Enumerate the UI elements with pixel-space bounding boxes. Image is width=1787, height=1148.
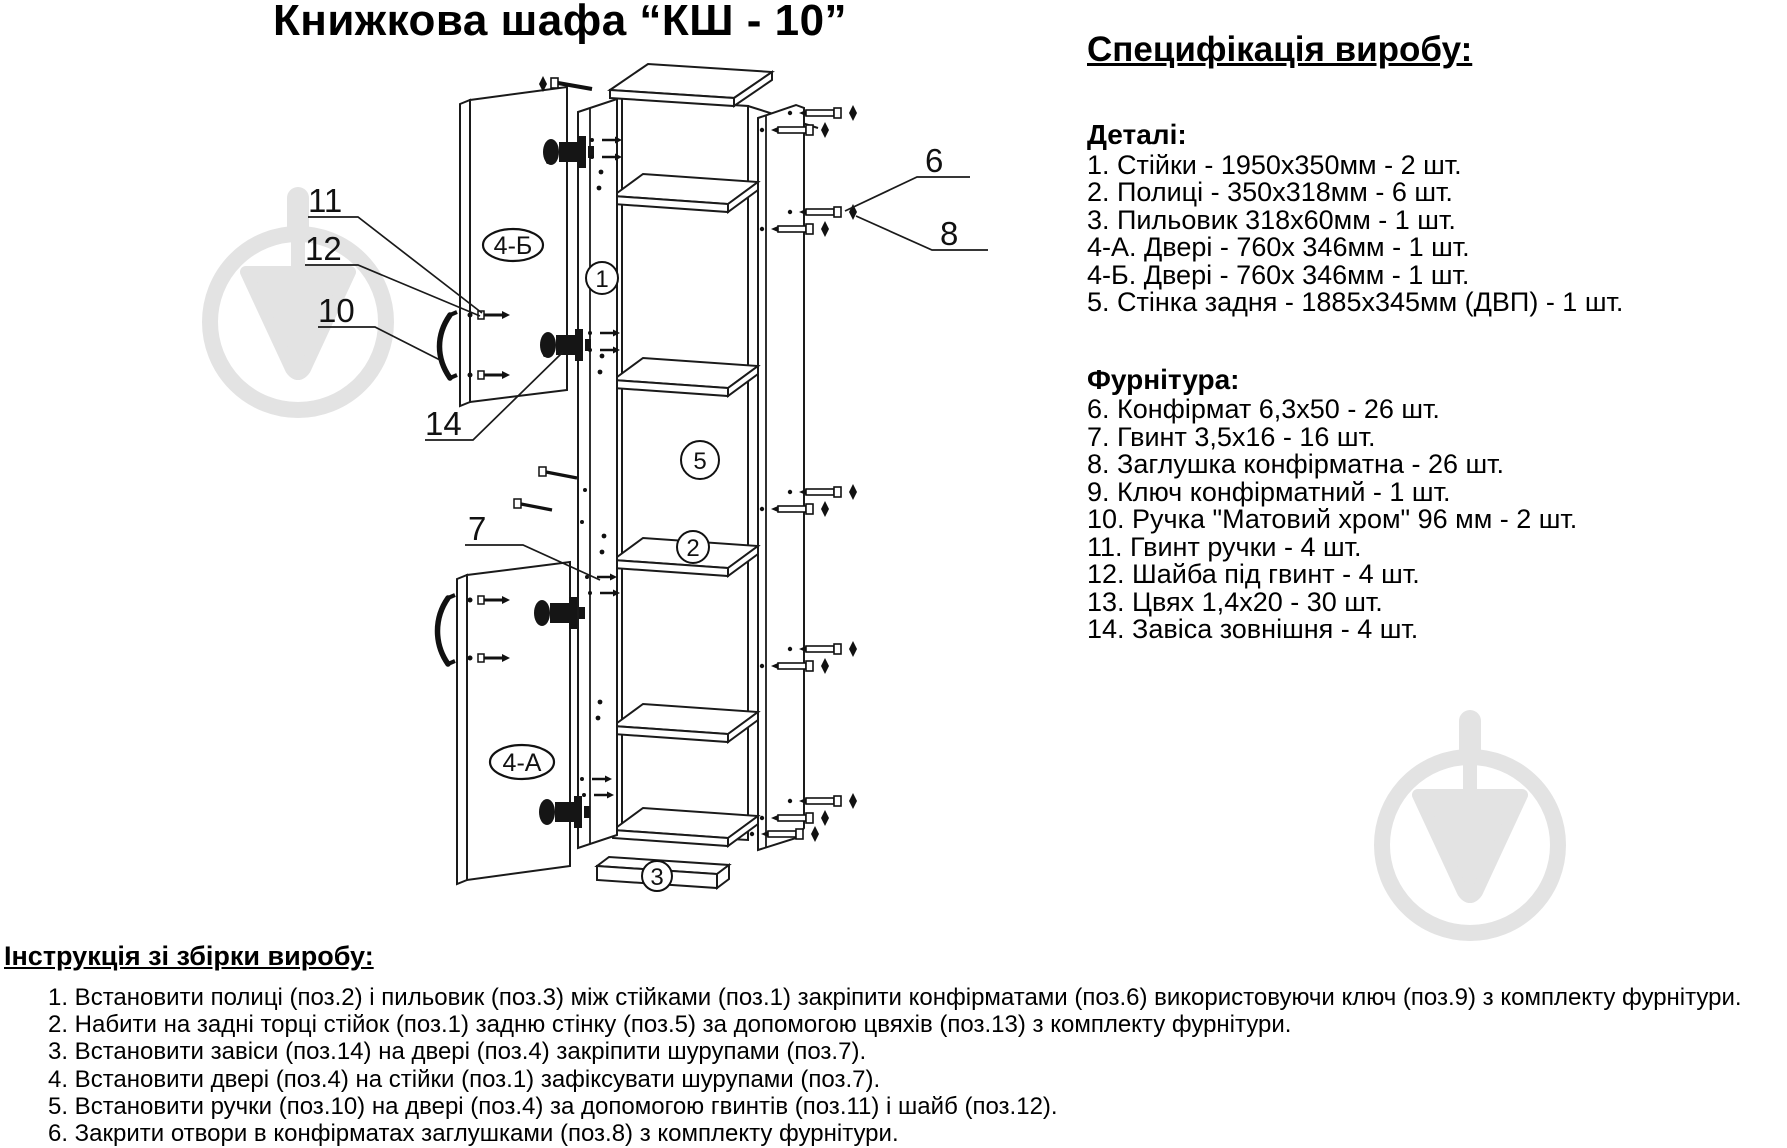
specification-heading: Специфікація виробу: bbox=[1087, 30, 1473, 69]
drill-hole-dots bbox=[595, 169, 607, 721]
instructions-list: 1. Встановити полиці (поз.2) і пильовик … bbox=[48, 984, 1787, 1147]
callout-8: 8 bbox=[940, 215, 958, 252]
door-4a-label: 4-А bbox=[503, 749, 542, 777]
instruction-step: 3. Встановити завіси (поз.14) на двері (… bbox=[48, 1038, 867, 1066]
assembly-diagram: 4-Б 4-А bbox=[305, 62, 988, 892]
instruction-step: 2. Набити на задні торці стійок (поз.1) … bbox=[48, 1011, 1292, 1039]
part-5-label: 5 bbox=[693, 448, 706, 475]
top-shelf bbox=[607, 62, 775, 108]
page-title: Книжкова шафа “КШ - 10” bbox=[272, 0, 848, 45]
list-item: 8. Заглушка конфірматна - 26 шт. bbox=[1087, 449, 1505, 480]
instructions-heading: Інструкція зі збірки виробу: bbox=[4, 941, 374, 971]
list-item: 10. Ручка "Матовий хром" 96 мм - 2 шт. bbox=[1087, 504, 1578, 535]
shelf bbox=[610, 702, 761, 744]
left-side-panel-part1 bbox=[577, 97, 618, 850]
list-item: 14. Завіса зовнішня - 4 шт. bbox=[1087, 614, 1419, 645]
door-handle bbox=[434, 595, 451, 667]
door-4a-label-oval bbox=[488, 743, 556, 781]
list-item: 4-Б. Двері - 760х 346мм - 1 шт. bbox=[1087, 259, 1470, 290]
details-heading: Деталі: bbox=[1087, 119, 1187, 151]
part-3-label: 3 bbox=[650, 864, 663, 891]
right-side-panel bbox=[757, 103, 805, 852]
door-handle bbox=[436, 312, 453, 381]
instruction-step: 4. Встановити двері (поз.4) на стійки (п… bbox=[48, 1065, 881, 1093]
back-panel-nails bbox=[513, 466, 587, 524]
list-item: 7. Гвинт 3,5х16 - 16 шт. bbox=[1087, 421, 1376, 452]
handle-screws bbox=[467, 595, 510, 663]
hardware-heading: Фурнітура: bbox=[1087, 363, 1240, 395]
shelf bbox=[610, 806, 761, 848]
specification-section: Специфікація виробу: Деталі: 1. Стійки -… bbox=[1087, 30, 1783, 644]
details-list: 1. Стійки - 1950х350мм - 2 шт. 2. Полиці… bbox=[1087, 149, 1783, 318]
callout-7: 7 bbox=[468, 510, 486, 547]
instruction-step: 6. Закрити отвори в конфірматах заглушка… bbox=[48, 1120, 899, 1148]
door-4b-label: 4-Б bbox=[494, 232, 533, 260]
list-item: 9. Ключ конфірматний - 1 шт. bbox=[1087, 476, 1451, 507]
top-screw bbox=[539, 76, 593, 92]
part-1-label: 1 bbox=[595, 266, 608, 293]
handle-screws bbox=[467, 310, 510, 380]
list-item: 11. Гвинт ручки - 4 шт. bbox=[1087, 531, 1362, 562]
list-item: 4-А. Двері - 760х 346мм - 1 шт. bbox=[1087, 232, 1470, 263]
callouts: 11 12 10 14 7 6 8 bbox=[305, 142, 958, 547]
instruction-step: 5. Встановити ручки (поз.10) на двері (п… bbox=[48, 1092, 1058, 1120]
callout-6: 6 bbox=[925, 142, 943, 179]
callout-10: 10 bbox=[318, 292, 355, 329]
list-item: 12. Шайба під гвинт - 4 шт. bbox=[1087, 559, 1420, 590]
list-item: 13. Цвях 1,4х20 - 30 шт. bbox=[1087, 586, 1383, 617]
list-item: 2. Полиці - 350х318мм - 6 шт. bbox=[1087, 177, 1453, 208]
list-item: 1. Стійки - 1950х350мм - 2 шт. bbox=[1087, 149, 1462, 180]
hardware-list: 6. Конфірмат 6,3х50 - 26 шт. 7. Гвинт 3,… bbox=[1087, 396, 1783, 644]
leader-lines bbox=[305, 176, 988, 581]
list-item: 5. Стінка задня - 1885х345мм (ДВП) - 1 ш… bbox=[1087, 287, 1624, 318]
shelf bbox=[610, 356, 761, 398]
shelf bbox=[610, 172, 761, 214]
list-item: 3. Пильовик 318х60мм - 1 шт. bbox=[1087, 204, 1456, 235]
door-4b: 4-Б bbox=[436, 85, 568, 408]
callout-12: 12 bbox=[305, 230, 342, 267]
callout-14: 14 bbox=[425, 405, 462, 442]
part-2-label: 2 bbox=[686, 535, 699, 562]
circled-part-numbers: 1 5 2 3 bbox=[585, 261, 720, 892]
trowel-logo-watermark bbox=[1382, 710, 1558, 933]
instruction-step: 1. Встановити полиці (поз.2) і пильовик … bbox=[48, 984, 1742, 1011]
callout-11: 11 bbox=[308, 182, 342, 219]
list-item: 6. Конфірмат 6,3х50 - 26 шт. bbox=[1087, 394, 1440, 425]
door-4b-label-oval bbox=[481, 227, 545, 263]
